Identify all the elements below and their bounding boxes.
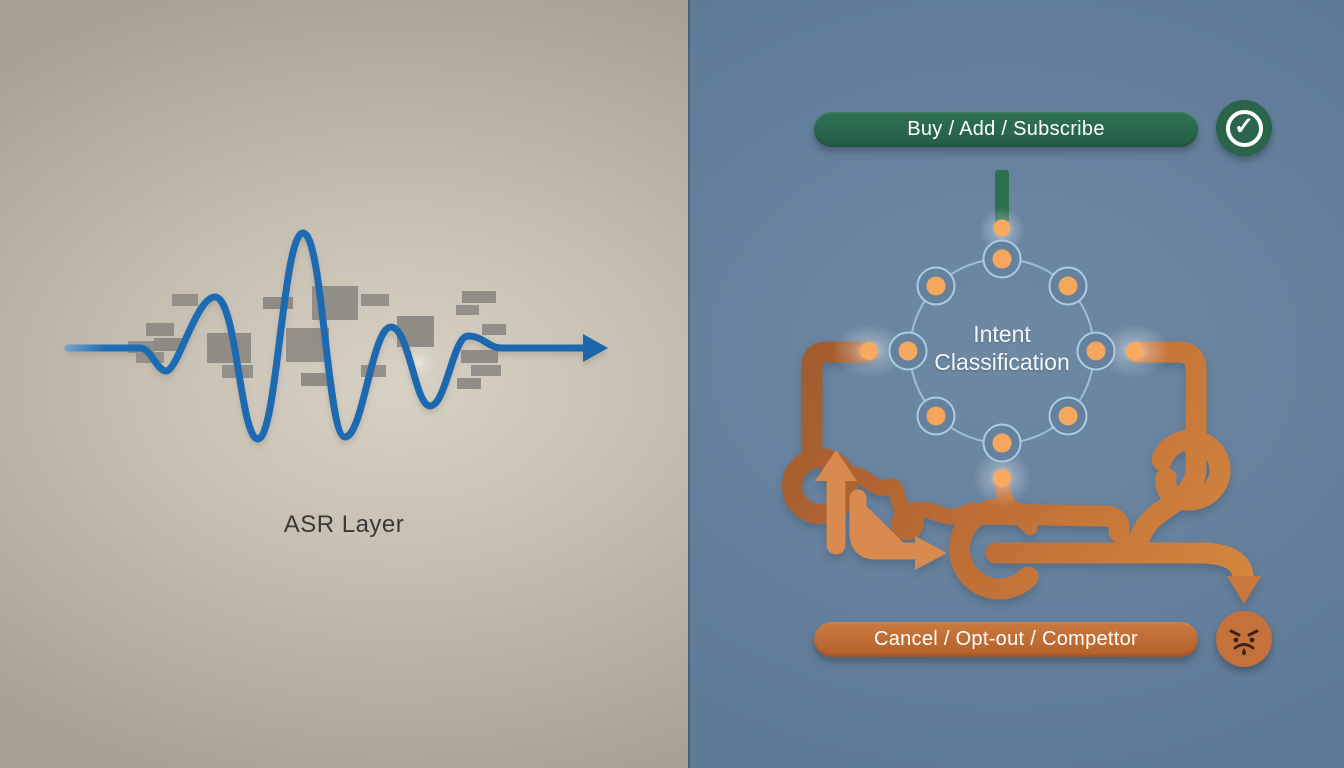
satellite-dot-top [993,219,1011,237]
node [916,266,956,306]
chaos-arrows [782,341,1261,604]
down-arrowhead [1227,576,1261,604]
hub-label-line2: Classification [934,349,1070,375]
chaos-right-curl [1151,429,1231,511]
angry-eye-left [1233,637,1239,643]
node [1076,331,1116,371]
transcript-block [361,294,389,306]
hub-label-line1: Intent [973,321,1031,347]
transcript-block [456,305,479,315]
check-ring: ✓ [1225,109,1263,147]
ring-nodes [888,239,1116,463]
node [916,396,956,436]
transcript-block [146,323,174,336]
node [888,331,928,371]
chaos-bottom-bar [985,542,1254,588]
hub-label: Intent Classification [872,320,1132,376]
failure-pill-label: Cancel / Opt-out / Compettor [873,628,1139,650]
audio-waveform-arrow [64,229,608,443]
intent-node-ring [860,219,1144,487]
transcript-block [301,373,331,386]
failure-pill: Cancel / Opt-out / Compettor [814,622,1198,657]
check-glyph: ✓ [1233,113,1255,140]
angry-mouth [1233,643,1255,650]
transcript-block [471,365,501,376]
transcript-block [207,333,251,363]
check-icon: ✓ [1216,100,1272,156]
chaos-path-left-elbow [801,341,879,463]
angry-face-drawing [1229,629,1259,656]
satellite-dot-bottom [993,469,1011,487]
transcript-block [457,378,481,389]
transcript-block [461,350,498,363]
angry-tear [1242,648,1246,656]
angry-brow-left [1229,629,1241,637]
transcript-block [154,338,184,351]
node [982,423,1022,463]
asr-panel [0,0,688,768]
node [1048,266,1088,306]
waveform-path [64,229,587,443]
satellite-dots [860,219,1144,487]
node [1048,396,1088,436]
waveform-arrowhead [583,334,608,362]
angry-face-icon [1216,611,1272,667]
right-arrow-shaft [849,489,921,560]
chaos-top-bar [965,503,1130,543]
angry-brow-right [1247,629,1259,637]
satellite-dot-right [1126,342,1144,360]
angry-eye-right [1249,637,1255,643]
transcript-block [172,294,198,306]
right-arrowhead [915,536,947,570]
success-pill: Buy / Add / Subscribe [814,112,1198,147]
satellite-dot-left [860,342,878,360]
up-arrowhead [815,450,857,481]
transcript-block [462,291,496,303]
asr-layer-caption: ASR Layer [283,511,405,538]
node [982,239,1022,279]
light-arrows [815,450,947,570]
transcript-block [482,324,506,335]
success-pill-label: Buy / Add / Subscribe [907,118,1105,140]
chaos-squiggle [838,466,986,541]
